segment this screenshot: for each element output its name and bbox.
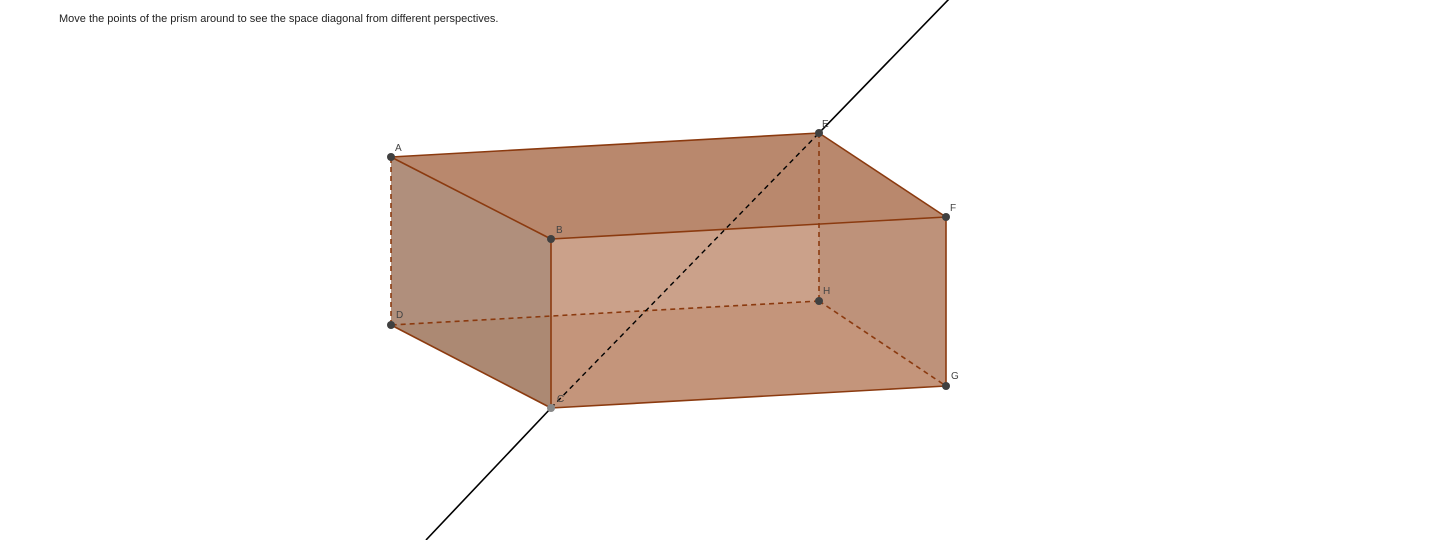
prism-edges <box>390 132 947 409</box>
point-G[interactable]: G <box>942 371 959 390</box>
edge-AB <box>390 156 552 240</box>
diagonal-segment-CE <box>550 132 820 409</box>
point-C[interactable]: C <box>547 394 564 412</box>
point-marker[interactable] <box>942 382 950 390</box>
point-label: F <box>950 203 956 214</box>
point-E[interactable]: E <box>815 119 829 137</box>
point-label: H <box>823 286 830 297</box>
face-front <box>551 217 946 408</box>
edge-EF <box>818 132 947 218</box>
point-label: E <box>822 119 829 130</box>
point-label: A <box>395 143 402 154</box>
edge-HG <box>818 300 947 387</box>
point-marker[interactable] <box>547 404 555 412</box>
point-marker[interactable] <box>815 129 823 137</box>
prism-points[interactable]: A B C D E F G H <box>387 119 959 412</box>
diagonal-line-lower <box>425 407 552 540</box>
space-diagonal <box>425 0 950 540</box>
point-label: G <box>951 371 959 382</box>
edge-CD <box>390 324 552 409</box>
point-marker[interactable] <box>547 235 555 243</box>
instruction-text: Move the points of the prism around to s… <box>59 13 499 25</box>
point-H[interactable]: H <box>815 286 830 305</box>
edge-FB <box>550 216 947 240</box>
point-A[interactable]: A <box>387 143 402 161</box>
point-marker[interactable] <box>387 321 395 329</box>
diagonal-line-upper <box>818 0 950 134</box>
point-marker[interactable] <box>387 153 395 161</box>
point-D[interactable]: D <box>387 310 403 329</box>
point-B[interactable]: B <box>547 225 563 243</box>
point-marker[interactable] <box>942 213 950 221</box>
point-label: D <box>396 310 403 321</box>
prism-faces <box>391 133 946 408</box>
edge-GC <box>550 385 947 409</box>
point-F[interactable]: F <box>942 203 956 221</box>
face-top <box>391 133 946 239</box>
point-label: C <box>557 394 564 405</box>
point-marker[interactable] <box>815 297 823 305</box>
point-label: B <box>556 225 563 236</box>
edge-AE <box>390 132 820 158</box>
